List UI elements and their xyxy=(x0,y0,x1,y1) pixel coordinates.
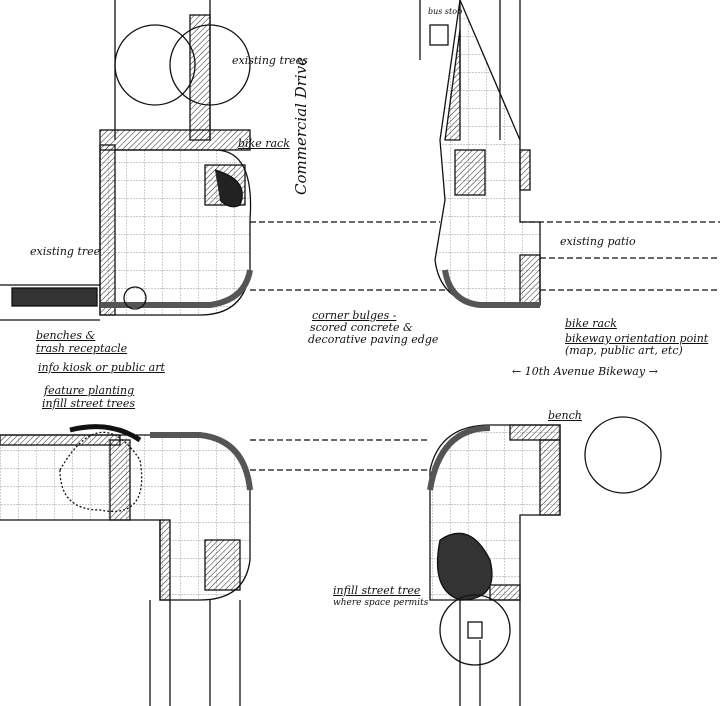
label-bike-rack-nw: bike rack xyxy=(238,137,290,150)
se-corner xyxy=(427,416,662,706)
label-existing-tree: existing tree xyxy=(30,245,101,258)
street-name-commercial-drive: Commercial Drive xyxy=(292,56,310,195)
label-info-kiosk: info kiosk or public art xyxy=(38,361,165,374)
label-bike-rack-ne: bike rack xyxy=(565,317,617,330)
label-scored-concrete: scored concrete & xyxy=(310,321,413,334)
label-10th-avenue-bikeway: ← 10th Avenue Bikeway → xyxy=(512,365,658,378)
label-existing-trees: existing trees xyxy=(232,54,308,67)
label-where-space-permits: where space permits xyxy=(333,598,429,608)
label-orientation-point: bikeway orientation point xyxy=(565,332,709,345)
label-infill-street-tree: infill street tree xyxy=(333,584,421,597)
sw-corner xyxy=(0,424,253,706)
label-trash: trash receptacle xyxy=(36,342,128,355)
existing-tree-icon xyxy=(114,24,196,106)
existing-tree-icon xyxy=(584,416,662,494)
infill-tree-icon xyxy=(439,594,511,666)
label-existing-patio: existing patio xyxy=(560,235,636,248)
label-bus-stop: bus stop xyxy=(428,7,463,16)
label-corner-bulges: corner bulges - xyxy=(312,309,397,322)
nw-corner xyxy=(0,0,253,321)
tenth-avenue-street xyxy=(250,221,720,471)
label-infill-street-trees: infill street trees xyxy=(42,397,136,410)
existing-tree-icon xyxy=(169,24,251,106)
label-benches: benches & xyxy=(36,329,96,342)
label-orientation-examples: (map, public art, etc) xyxy=(565,344,683,357)
label-bench: bench xyxy=(548,409,582,422)
label-feature-planting: feature planting xyxy=(44,384,135,397)
ne-corner xyxy=(419,0,541,308)
label-decorative-paving: decorative paving edge xyxy=(308,333,439,346)
